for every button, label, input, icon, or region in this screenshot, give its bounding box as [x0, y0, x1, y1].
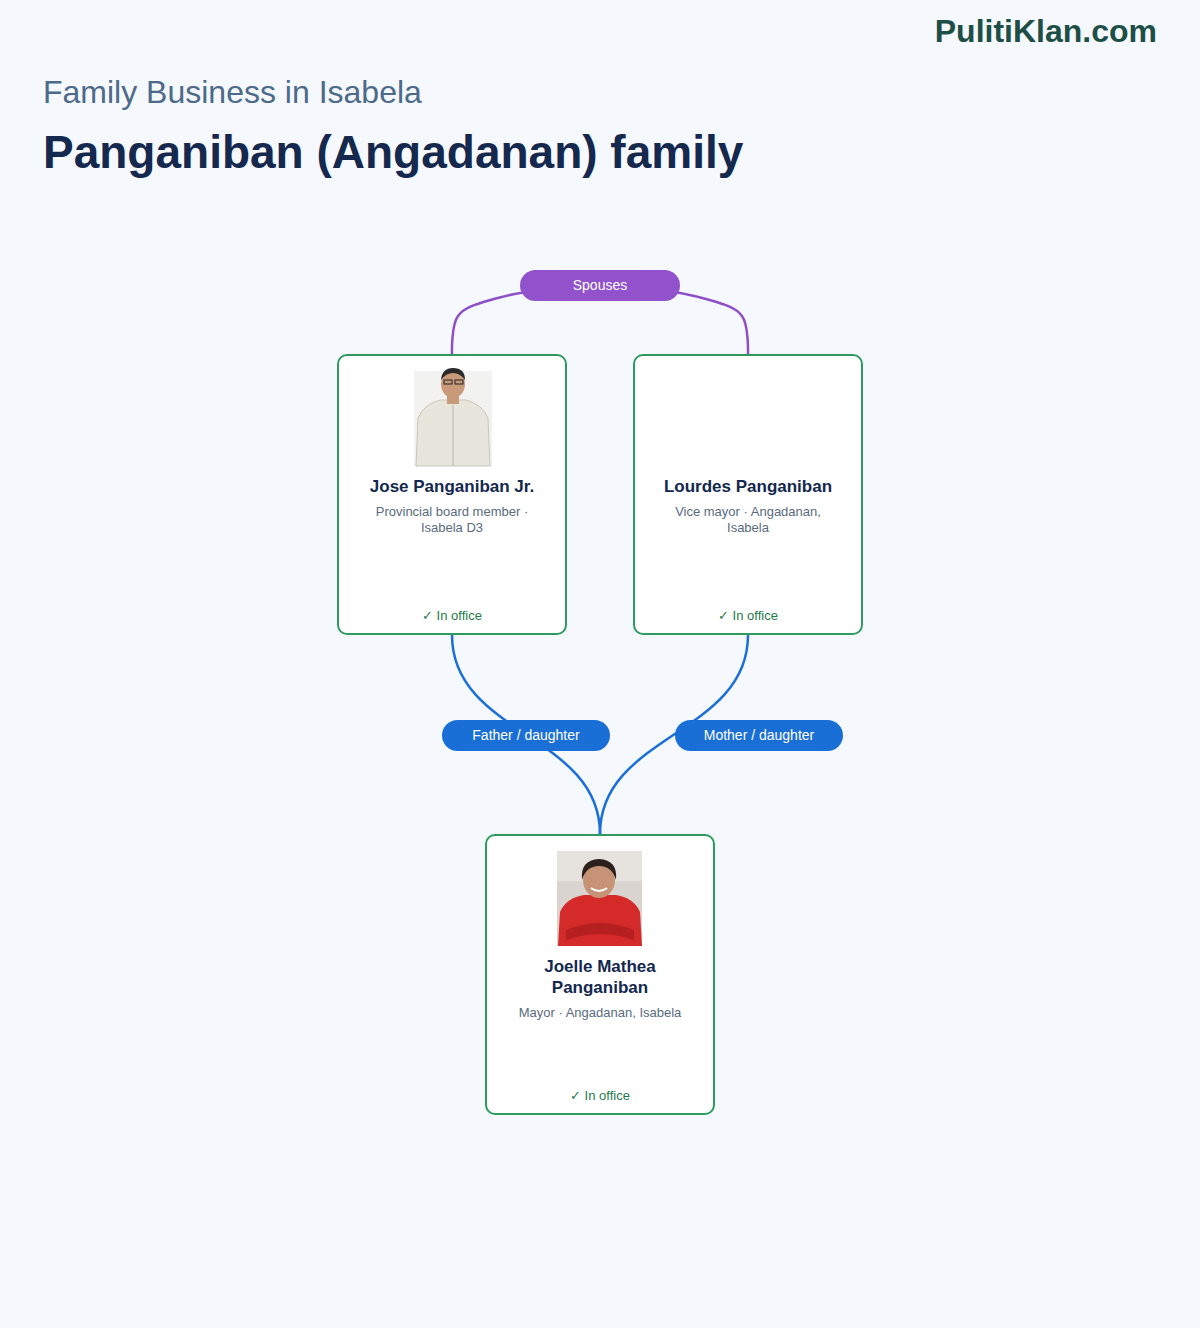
person-card: Lourdes PanganibanVice mayor · Angadanan… [633, 354, 863, 635]
office-title: Provincial board member · Isabela D3 [359, 504, 545, 536]
role-block: Provincial board member · Isabela D3 [339, 504, 565, 536]
role-block: Vice mayor · Angadanan, Isabela [635, 504, 861, 536]
person-name: Joelle Mathea Panganiban [505, 956, 695, 998]
person-card: Joelle Mathea PanganibanMayor · Angadana… [485, 834, 715, 1115]
diagram-title: Panganiban (Angadanan) family [43, 129, 743, 175]
person-card: Jose Panganiban Jr. Provincial board memb… [337, 354, 567, 635]
status-badge: ✓ In office [339, 608, 565, 624]
person-name: Lourdes Panganiban [653, 476, 843, 497]
relation-pill: Spouses [520, 270, 680, 301]
role-block: Mayor · Angadanan, Isabela [487, 1005, 713, 1021]
office-title: Mayor · Angadanan, Isabela [507, 1005, 693, 1021]
site-watermark: PulitiKlan.com [935, 15, 1157, 47]
status-badge: ✓ In office [487, 1088, 713, 1104]
person-name: Jose Panganiban Jr. [357, 476, 547, 497]
relation-pill: Mother / daughter [675, 720, 843, 751]
office-title: Vice mayor · Angadanan, Isabela [655, 504, 841, 536]
diagram-subtitle: Family Business in Isabela [43, 76, 422, 108]
status-badge: ✓ In office [635, 608, 861, 624]
relation-pill: Father / daughter [442, 720, 610, 751]
